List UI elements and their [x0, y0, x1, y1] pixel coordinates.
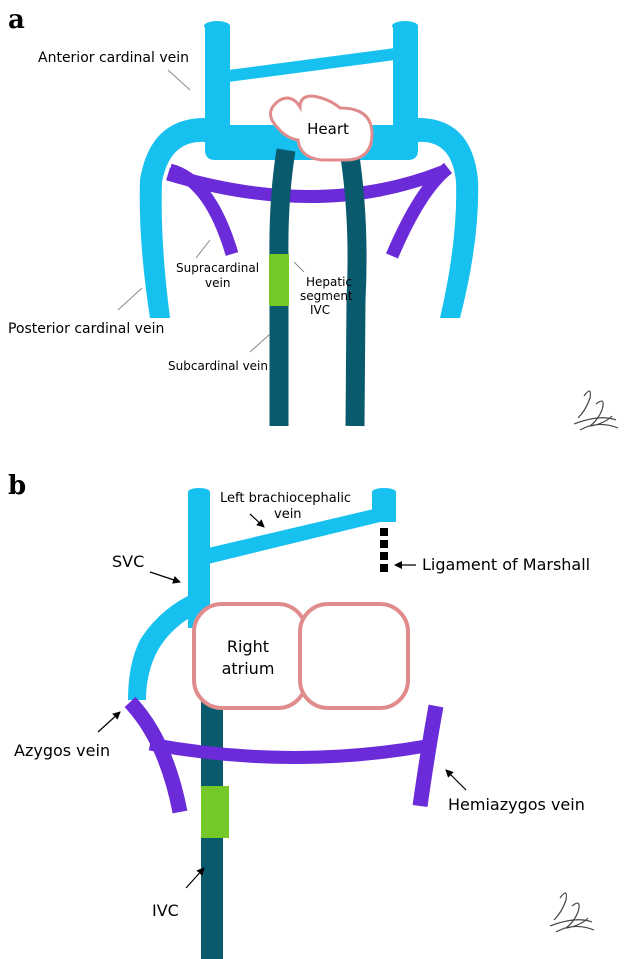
hepatic-label-line2: segment [300, 289, 353, 303]
anterior-cardinal-label: Anterior cardinal vein [38, 50, 189, 66]
supracardinal-leader [196, 240, 210, 258]
left-atrium [300, 604, 408, 708]
azygos-arrow [98, 712, 120, 732]
supracardinal-label-line2: vein [205, 276, 230, 290]
ligament-label: Ligament of Marshall [422, 555, 590, 574]
panel-b-letter: b [8, 471, 26, 501]
right-posterior-cardinal-vein [140, 118, 205, 318]
signature-a [574, 391, 618, 430]
azygos-label: Azygos vein [14, 741, 110, 760]
panel-a-letter: a [8, 5, 25, 35]
left-anterior-cardinal-vein [393, 26, 418, 130]
azygos-hemiazygos-connection [150, 744, 426, 758]
svc-top [188, 488, 210, 496]
left-brachiocephalic-end [372, 488, 396, 496]
supracardinal-label-line1: Supracardinal [176, 261, 259, 275]
panel-b: b Right atrium Left brachiocephalic vein… [8, 471, 594, 959]
hepatic-label-line3: IVC [310, 303, 330, 317]
right-atrium [194, 604, 306, 708]
right-atrium-label-line1: Right [227, 637, 269, 656]
left-brachiocephalic-label-line1: Left brachiocephalic [220, 491, 351, 506]
panel-a: a Heart Anterior cardinal vein Supracard… [8, 5, 618, 430]
right-anterior-cardinal-vein-end [204, 21, 230, 31]
azygos-arch [128, 592, 200, 700]
hepatic-segment-ivc [269, 254, 289, 306]
subcardinal-label: Subcardinal vein [168, 359, 268, 373]
subcardinal-leader [250, 334, 270, 352]
right-anterior-cardinal-vein [205, 26, 230, 130]
posterior-cardinal-label: Posterior cardinal vein [8, 321, 164, 337]
svc-arrow [150, 572, 180, 582]
left-brachiocephalic-label-line2: vein [274, 507, 302, 522]
left-posterior-cardinal-vein [418, 118, 478, 318]
heart-label: Heart [307, 120, 349, 138]
hemiazygos-label: Hemiazygos vein [448, 795, 585, 814]
hemiazygos-vein [420, 706, 436, 806]
right-atrium-label-line2: atrium [222, 659, 275, 678]
left-brachiocephalic-arrow [250, 514, 264, 527]
left-brachiocephalic-stub [372, 492, 396, 522]
hepatic-label-line1: Hepatic [306, 275, 352, 289]
azygos-vein [130, 702, 180, 812]
signature-b [550, 893, 594, 932]
ivc-label: IVC [152, 901, 179, 920]
hemiazygos-arrow [446, 770, 466, 790]
posterior-cardinal-leader [118, 288, 142, 310]
ivc-hepatic-segment [201, 786, 229, 838]
anterior-cardinal-anastomosis [228, 48, 395, 82]
svc-label: SVC [112, 552, 144, 571]
hepatic-leader [294, 262, 304, 272]
left-anterior-cardinal-vein-end [392, 21, 418, 31]
anterior-cardinal-leader [168, 70, 190, 90]
